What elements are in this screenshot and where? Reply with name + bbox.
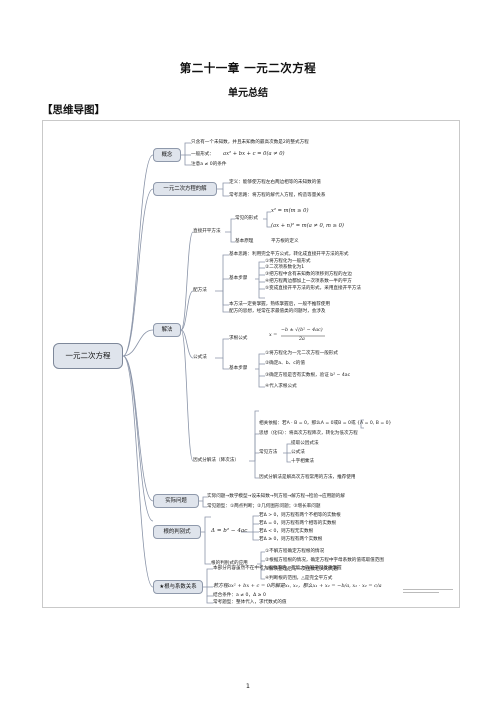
completing-square-idea: 基本思路：利用完全平方公式，转化成直接开平方法的形式: [229, 252, 349, 257]
page-subtitle: 单元总结: [228, 88, 268, 99]
formula-steps-label: 基本步骤: [229, 366, 248, 371]
branch-solution: 一元二次方程的解: [153, 182, 217, 196]
root-formula-numerator: −b ± √(b² − 4ac): [281, 328, 323, 333]
factoring-label: 因式分解法（降次法）: [193, 458, 239, 463]
page-title: 第二十一章 一元二次方程: [179, 61, 317, 75]
branch-methods: 解法: [153, 323, 181, 337]
general-form-label: 一般形式：: [191, 152, 214, 157]
root-formula-denominator: 2a: [299, 337, 305, 342]
common-method-3: 十字相乘法: [291, 459, 314, 464]
discriminant-case-2: 若Δ = 0，则方程有两个相等的实数根: [259, 521, 337, 526]
root-formula-bar: [281, 335, 325, 337]
zero-product-rule: 相关依据：若A · B = 0，那么A = 0或B = 0或 {A = 0, B…: [259, 421, 392, 426]
application-types: 常见题型：①两点判断；②几何图形问题；③增长率问题: [207, 504, 321, 509]
discriminant-usage-2: ②根据方程根的情况，确定方程中字母系数的值或取值范围: [265, 558, 384, 563]
factoring-idea: 思想（化归）：将高次方程降次，转化为低次方程: [259, 431, 358, 436]
common-form-label: 常见的形式: [235, 216, 258, 221]
branch-concept: 概念: [153, 148, 181, 162]
principle-text: 平方根的定义: [271, 239, 299, 244]
vieta-tip: 常考题型：整体代入，求代数式的值: [213, 600, 287, 605]
completing-step-5: ⑤变成直接开平方法的形式，采用直接开平方法: [265, 286, 361, 291]
discriminant-usage-4: ④判断根的范围，△是完全平方式: [265, 576, 333, 581]
completing-step-1: ①将方程化为一般形式: [265, 259, 311, 264]
vieta-intro: 本部分内容虽然不在中考大纲要求内，有能力的同学可着重掌握: [213, 566, 342, 571]
root-formula-label: 求根公式: [229, 336, 248, 341]
principle-label: 基本原理: [235, 239, 254, 244]
discriminant-usage-label: 根的判别式的应用: [211, 561, 248, 566]
general-form-formula: ax² + bx + c = 0(a ≠ 0): [223, 151, 285, 157]
common-method-1: 提取公因式法: [291, 441, 319, 446]
formula-step-2: ②确定a、b、c的值: [265, 361, 305, 366]
formula-step-1: ①将方程化为一元二次方程一般形式: [265, 351, 339, 356]
completing-step-4: ④把方程两边都加上一次项系数一半的平方: [265, 279, 352, 284]
branch-vieta: ★根与系数关系: [153, 580, 203, 594]
completing-steps-label: 基本步骤: [229, 276, 248, 281]
common-method-2: 公式法: [291, 450, 305, 455]
formula-method-label: 公式法: [193, 355, 207, 360]
application-steps: 实际问题→数学模型→设未知数→列方程→解方程→检验→应用题的解: [207, 494, 345, 499]
solution-definition: 定义：能够使方程左右两边相等的未知数的值: [229, 180, 321, 185]
vieta-formula: 若方程ax² + bx + c = 0的解是x₁, x₂，那么x₁ + x₂ =…: [213, 583, 382, 589]
mind-map-connectors: [122, 142, 364, 604]
watermark-lines: [403, 589, 453, 599]
formula-step-4: ④代入求根公式: [265, 384, 297, 389]
completing-square-label: 配方法: [193, 288, 207, 293]
completing-tip-1: 本方法一定要掌握，熟练掌握后，一般不推荐使用: [229, 302, 331, 307]
root-node: 一元二次方程: [53, 343, 123, 369]
concept-definition: 只含有一个未知数，并且未知数的最高次数是2的整式方程: [191, 140, 309, 145]
factoring-tip: 因式分解法是解高次方程常用的方法，推荐使用: [259, 475, 356, 480]
discriminant-case-1: 若Δ > 0，则方程有两个不相等的实数根: [259, 513, 341, 518]
mind-map: 一元二次方程 概念 只含有一个未知数，并且未知数的最高次数是2的整式方程 一般形…: [42, 120, 460, 608]
discriminant-case-3: 若Δ < 0，则方程无实数根: [259, 529, 314, 534]
branch-discriminant: 根的判别式: [153, 525, 201, 539]
discriminant-case-4: 若Δ ≥ 0，则方程有两个实数根: [259, 537, 323, 542]
direct-form-2: (ax + n)² = m(a ≠ 0, m ≥ 0): [271, 223, 344, 229]
branch-application: 实际问题: [153, 494, 199, 508]
completing-tip-2: 配方的思想，经常在求最值类的问题时，会涉及: [229, 309, 326, 314]
formula-step-3: ③确定方程是否有实数根，验证 b² − 4ac: [265, 373, 351, 378]
common-methods-label: 常见方法: [259, 450, 278, 455]
completing-step-3: ③把方程中含有未知数的项移到方程的左边: [265, 272, 352, 277]
solution-usage: 常考思路：将方程的解代入方程，构造等量关系: [229, 193, 326, 198]
page-number: 1: [245, 682, 251, 690]
direct-sqrt-label: 直接开平方法: [193, 229, 221, 234]
vieta-condition: 结合条件：a ≠ 0，Δ ≥ 0: [213, 593, 266, 598]
concept-note: 注意a ≠ 0的条件: [191, 162, 227, 167]
section-heading: 【思维导图】: [42, 104, 105, 116]
root-formula-x: x =: [269, 333, 278, 338]
completing-step-2: ②二次项系数化为1: [265, 265, 305, 270]
discriminant-formula: Δ = b² − 4ac: [211, 528, 248, 534]
direct-form-1: x² = m(m ≥ 0): [271, 208, 309, 214]
discriminant-usage-3: ③解决整理后与一次函数相关的问题: [265, 567, 339, 572]
discriminant-usage-1: ①不解方程确定方程根的情况: [265, 549, 325, 554]
